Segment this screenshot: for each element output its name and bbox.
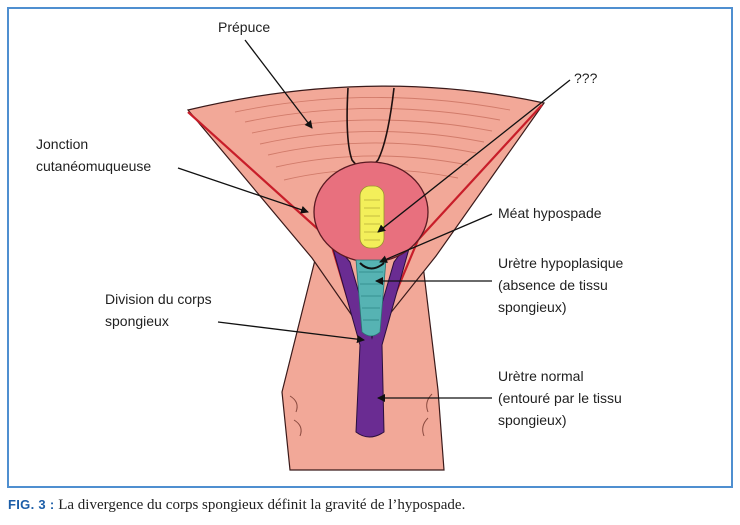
arrow-meat <box>379 213 493 263</box>
corpus-spongiosum <box>329 237 413 438</box>
label-uretre-normal-line3: spongieux) <box>498 412 567 428</box>
figure-caption: FIG. 3 : La divergence du corps spongieu… <box>8 497 465 514</box>
label-uretre-normal-line1: Urètre normal <box>498 368 584 384</box>
label-division-line2: spongieux <box>105 313 169 329</box>
hypospadic-meatus <box>359 262 385 270</box>
label-uretre-hypo-line1: Urètre hypoplasique <box>498 255 624 271</box>
label-uretre-hypo-line2: (absence de tissu <box>498 277 608 293</box>
label-unknown: ??? <box>574 70 598 86</box>
arrow-division <box>217 321 365 344</box>
skin-folds <box>234 97 511 181</box>
label-prepuce: Prépuce <box>218 19 271 35</box>
label-meat: Méat hypospade <box>498 205 602 221</box>
arrow-prepuce <box>244 39 313 129</box>
arrow-jonction <box>177 167 309 214</box>
caption-text: La divergence du corps spongieux définit… <box>54 497 466 513</box>
label-uretre-normal-line2: (entouré par le tissu <box>498 390 622 406</box>
figure-number: FIG. 3 : <box>8 497 55 512</box>
leader-arrows <box>177 39 571 402</box>
label-jonction-line1: Jonction <box>36 136 89 152</box>
label-uretre-hypo-line3: spongieux) <box>498 299 567 315</box>
shaft-wrinkles <box>289 393 433 437</box>
arrow-unknown <box>377 79 571 233</box>
label-jonction-line2: cutanéomuqueuse <box>36 158 152 174</box>
label-division-line1: Division du corps <box>105 291 212 307</box>
urethral-plate-yellow <box>359 185 385 249</box>
